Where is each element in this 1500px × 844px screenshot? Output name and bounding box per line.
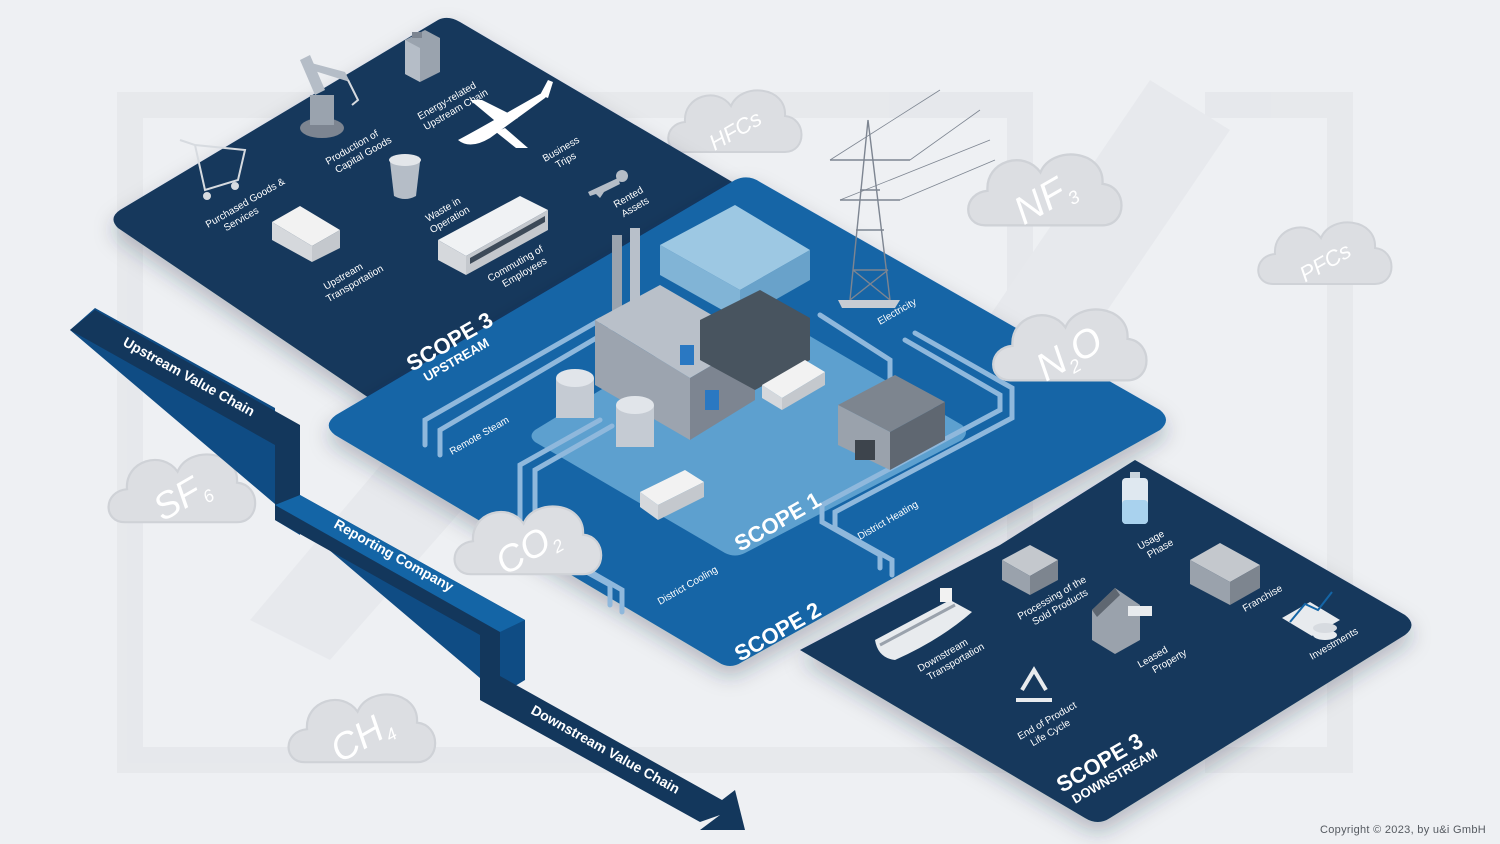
truck-upstream-icon: [272, 206, 340, 262]
shop-icon: [1190, 543, 1260, 605]
machine-icon: [1002, 545, 1058, 595]
truck-scope1-lower: [640, 470, 704, 520]
tanks: [556, 369, 654, 447]
panel-scope3-upstream: [113, 17, 781, 405]
shopping-cart-icon: [179, 139, 247, 200]
cloud-co2: CO2: [453, 505, 603, 583]
recycle-icon: [1016, 666, 1052, 702]
panel-scope1: [531, 300, 966, 556]
electricity-pylon: [829, 89, 996, 308]
warehouse: [838, 375, 945, 470]
fuel-canister-icon: [405, 30, 440, 82]
house-icon: [1092, 588, 1152, 654]
cloud-sf6: SF6: [107, 453, 257, 529]
investments-icon: [1282, 591, 1340, 640]
cloud-hfcs: HFCs: [667, 89, 803, 155]
copyright-notice: Copyright © 2023, by u&i GmbH: [1320, 824, 1486, 836]
cloud-pfcs: PFCs: [1257, 221, 1393, 287]
svg-text:Waste inOperation: Waste inOperation: [422, 194, 472, 236]
cloud-n2o: N2O: [992, 308, 1148, 390]
battery-icon: [1122, 472, 1148, 524]
factory-building: [595, 205, 810, 440]
cloud-nf3: NF3: [967, 153, 1123, 233]
trash-can-icon: [389, 154, 421, 199]
ship-icon: [875, 588, 972, 660]
pipes: [422, 312, 1015, 615]
bus-icon: [438, 196, 548, 275]
key-icon: [588, 170, 628, 198]
truck-scope1: [762, 360, 825, 410]
robot-arm-icon: [300, 55, 360, 138]
cloud-ch4: CH4: [287, 693, 437, 770]
airplane-icon: [458, 80, 553, 148]
